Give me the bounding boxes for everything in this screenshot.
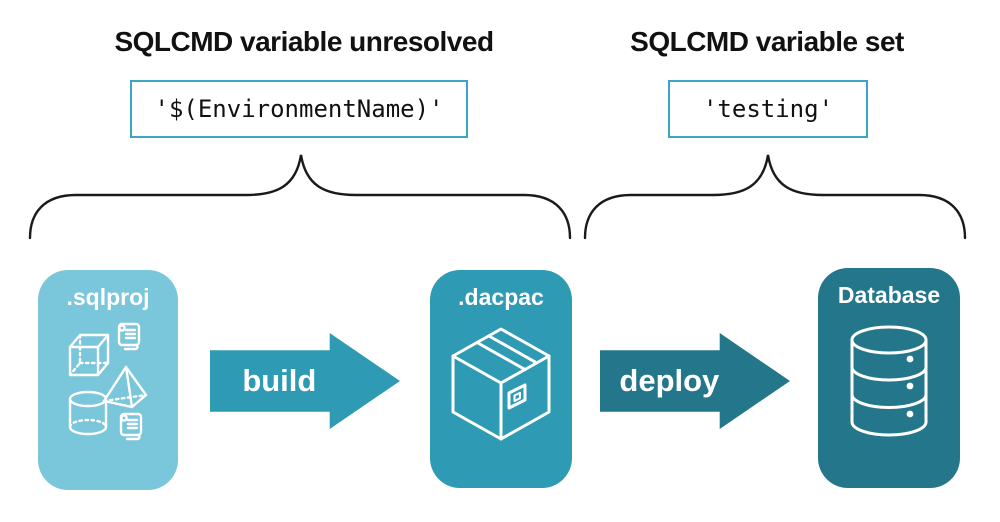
package-box-icon	[451, 327, 551, 441]
unresolved-section-title: SQLCMD variable unresolved	[114, 26, 494, 57]
left-brace	[28, 154, 572, 240]
sqlproj-label: .sqlproj	[66, 284, 150, 310]
database-card: Database	[818, 268, 960, 488]
build-arrow: build	[210, 333, 400, 429]
dacpac-label: .dacpac	[458, 284, 544, 310]
sql-project-objects-icon	[68, 322, 148, 441]
dacpac-card: .dacpac	[430, 270, 572, 488]
resolved-variable-code: 'testing'	[702, 95, 834, 123]
sqlproj-card: .sqlproj	[38, 270, 178, 490]
build-arrow-label: build	[242, 363, 317, 398]
database-label: Database	[837, 282, 941, 308]
resolved-variable-box: 'testing'	[668, 80, 868, 138]
database-cylinder-icon	[850, 325, 928, 437]
deploy-arrow: deploy	[600, 333, 790, 429]
unresolved-variable-box: '$(EnvironmentName)'	[130, 80, 468, 138]
deploy-arrow-label: deploy	[619, 363, 720, 398]
unresolved-variable-code: '$(EnvironmentName)'	[154, 95, 444, 123]
resolved-section-title: SQLCMD variable set	[630, 26, 904, 57]
right-brace	[583, 154, 967, 240]
